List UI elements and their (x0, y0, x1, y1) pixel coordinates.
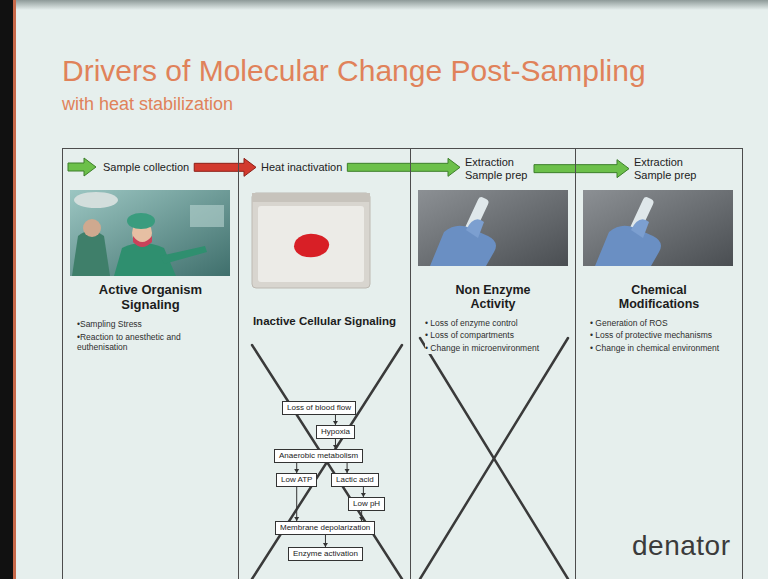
connector (323, 535, 328, 547)
left-stripe (13, 0, 16, 579)
flow-line (296, 487, 297, 521)
column-heading: Active Organism Signaling (81, 283, 221, 313)
column-body: Active Organism Signaling •Sampling Stres… (63, 283, 238, 355)
process-text: Membrane depolarization (280, 523, 370, 533)
block-arrow (347, 158, 460, 176)
column-body: Chemical Modifications • Generation of RO… (576, 283, 742, 356)
column-body: Inactive Cellular Signaling (239, 315, 410, 334)
bullet-text: • Generation of ROS (590, 318, 668, 329)
column-heading: Non Enzyme Activity (443, 283, 543, 312)
extraction-photo (583, 190, 733, 266)
connector (294, 463, 299, 473)
glove-finger (466, 219, 484, 238)
gloved-hand (595, 226, 661, 266)
block-arrow (534, 160, 629, 178)
cross-out (420, 338, 568, 579)
assistant-head (83, 219, 101, 237)
connector (333, 439, 338, 449)
connector (361, 487, 366, 497)
process-box: Anaerobic metabolism (274, 449, 363, 463)
bullet-text: •Sampling Stress (77, 319, 142, 330)
process-box: Low ATP (276, 473, 317, 487)
column-heading: Inactive Cellular Signaling (242, 315, 408, 328)
sample-card (252, 193, 370, 288)
logo-text: denator (632, 530, 730, 562)
process-text: Hypoxia (321, 427, 350, 437)
glove-finger (631, 219, 649, 238)
connector (359, 511, 364, 521)
tissue-sample (294, 234, 329, 258)
connector (294, 487, 299, 521)
bullet-text: • Change in chemical environment (590, 343, 719, 354)
connector (333, 415, 338, 425)
top-shadow (0, 0, 768, 10)
connector (194, 158, 256, 176)
step-header: Extraction Sample prep (465, 156, 529, 181)
start-arrow (68, 158, 96, 176)
slide-title: Drivers of Molecular Change Post-Samplin… (62, 54, 646, 88)
surgical-lamp (74, 192, 118, 208)
column-panel: Non Enzyme Activity • Loss of enzyme cont… (410, 148, 576, 579)
process-text: Low pH (353, 499, 380, 509)
process-box: Hypoxia (316, 425, 355, 439)
cross-line (420, 338, 568, 579)
bullet-text: • Loss of enzyme control (425, 318, 518, 329)
surgeon-cap (127, 213, 155, 229)
process-box: Lactic acid (331, 473, 379, 487)
assistant-figure (72, 231, 110, 276)
pouch-seal (252, 193, 370, 202)
step-header: Extraction Sample prep (634, 156, 698, 181)
heat-stabilized-sample-photo (252, 193, 370, 288)
process-box: Loss of blood flow (282, 401, 356, 415)
extraction-photo (418, 190, 568, 266)
column-heading: Chemical Modifications (609, 283, 709, 312)
bullet-text: •Reaction to anesthetic and euthenisatio… (77, 332, 222, 353)
cross-out (252, 345, 402, 579)
step-header: Sample collection (103, 161, 189, 174)
photo-ground (418, 190, 568, 266)
monitor (190, 205, 224, 227)
surgeon-arm (160, 246, 207, 264)
photo-ground (70, 190, 230, 276)
column-panel: Inactive Cellular Signaling Heat inactiva… (238, 148, 411, 579)
process-text: Enzyme activation (293, 549, 358, 559)
surgeon-mask (133, 236, 152, 247)
subtitle: with heat stabilization (62, 94, 233, 115)
gloved-hand (430, 226, 496, 266)
connector (347, 158, 460, 176)
sample-pouch (258, 206, 364, 282)
process-text: Loss of blood flow (287, 403, 351, 413)
connector (345, 463, 350, 473)
process-text: Lactic acid (336, 475, 374, 485)
block-arrow (194, 158, 256, 176)
process-box: Enzyme activation (288, 547, 363, 561)
step-text: Extraction Sample prep (465, 156, 529, 181)
cross-line (420, 338, 568, 579)
photo-ground (583, 190, 733, 266)
column-panel: Chemical Modifications • Generation of RO… (575, 148, 743, 579)
bullet-text: • Loss of compartments (425, 330, 514, 341)
surgery-photo (70, 190, 230, 276)
left-edge (0, 0, 13, 579)
column-body: Non Enzyme Activity • Loss of enzyme cont… (411, 283, 575, 356)
process-box: Membrane depolarization (275, 521, 375, 535)
process-box: Low pH (348, 497, 385, 511)
bullet-text: • Change in microenvironment (425, 343, 539, 354)
step-header: Heat inactivation (261, 161, 342, 174)
connector (534, 160, 629, 178)
step-text: Sample collection (103, 161, 189, 174)
step-text: Extraction Sample prep (634, 156, 698, 181)
process-text: Anaerobic metabolism (279, 451, 358, 461)
cross-line (252, 345, 402, 579)
step-text: Heat inactivation (261, 161, 342, 174)
cross-line (252, 345, 402, 579)
bullet-text: • Loss of protective mechanisms (590, 330, 712, 341)
column-panel: Active Organism Signaling •Sampling Stres… (62, 148, 239, 579)
process-text: Low ATP (281, 475, 312, 485)
